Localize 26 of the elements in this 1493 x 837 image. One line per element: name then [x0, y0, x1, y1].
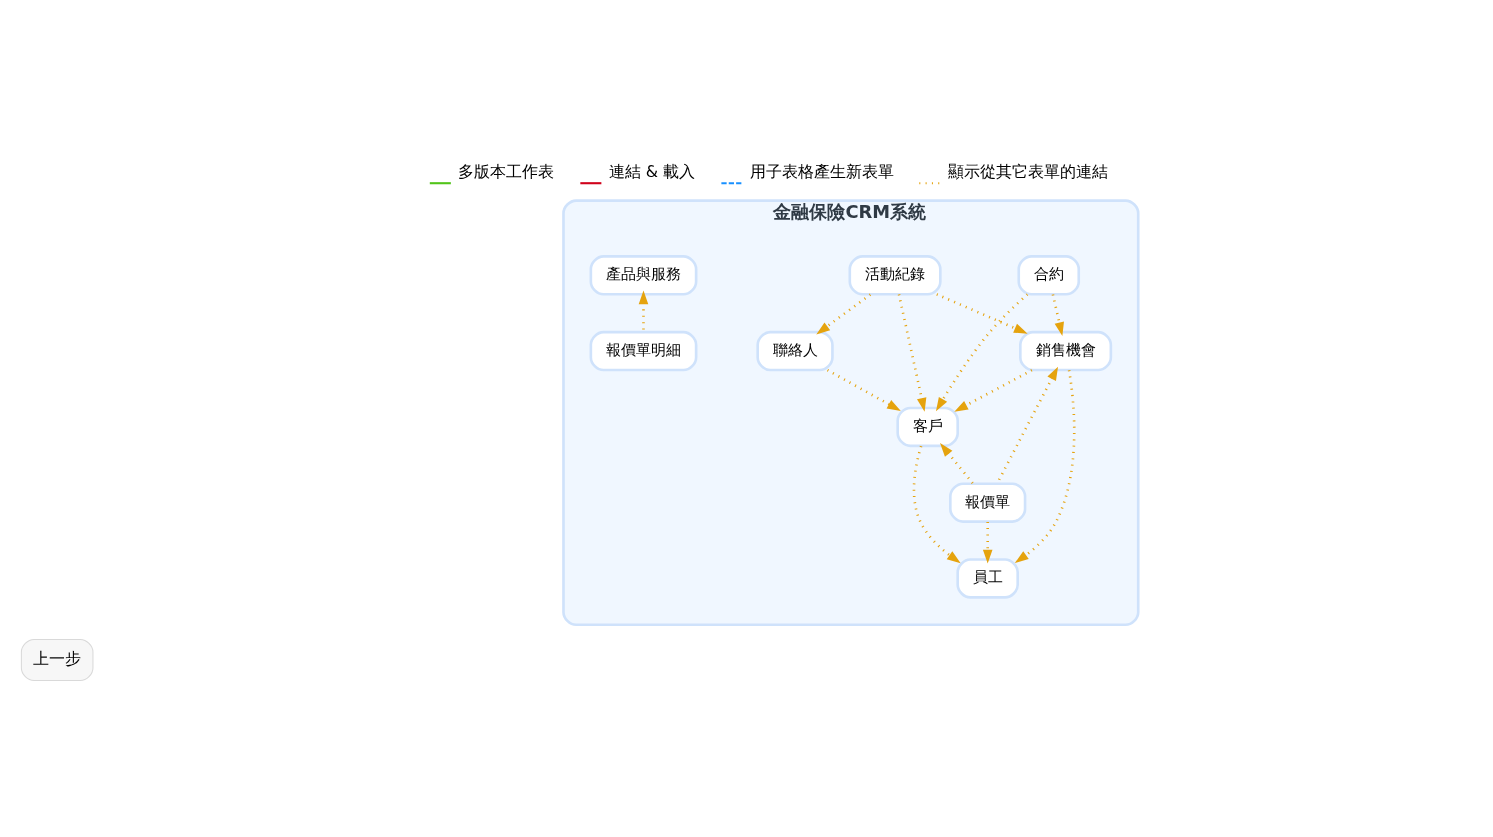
node-box: 聯絡人	[756, 330, 834, 371]
arrow	[897, 293, 927, 412]
node-box: 員工	[956, 557, 1019, 599]
arrow	[954, 368, 1033, 412]
node-box: 報價單	[949, 481, 1027, 523]
arrow	[935, 292, 1029, 411]
arrow	[936, 292, 1028, 334]
legend-label: 連結 & 載入	[608, 161, 696, 181]
node-box: 產品與服務	[589, 254, 698, 296]
legend-label: 多版本工作表	[458, 161, 555, 181]
label: 上一步	[32, 648, 81, 668]
legend-label: 用子表格產生新表單	[749, 161, 894, 181]
node-box: 報價單明細	[589, 330, 698, 371]
arrow	[826, 368, 901, 411]
arrow	[912, 445, 961, 563]
arrow	[1051, 293, 1064, 336]
arrow	[982, 521, 993, 563]
arrow	[940, 442, 975, 484]
arrow	[638, 290, 649, 332]
node-box: 合約	[1017, 254, 1081, 296]
arrow	[816, 293, 872, 334]
arrow	[1014, 369, 1076, 563]
node-box: 銷售機會	[1019, 330, 1113, 371]
node-box: 客戶	[896, 406, 959, 447]
node-box: 活動紀錄	[848, 254, 942, 296]
legend-label: 顯示從其它表單的連結	[947, 161, 1108, 181]
